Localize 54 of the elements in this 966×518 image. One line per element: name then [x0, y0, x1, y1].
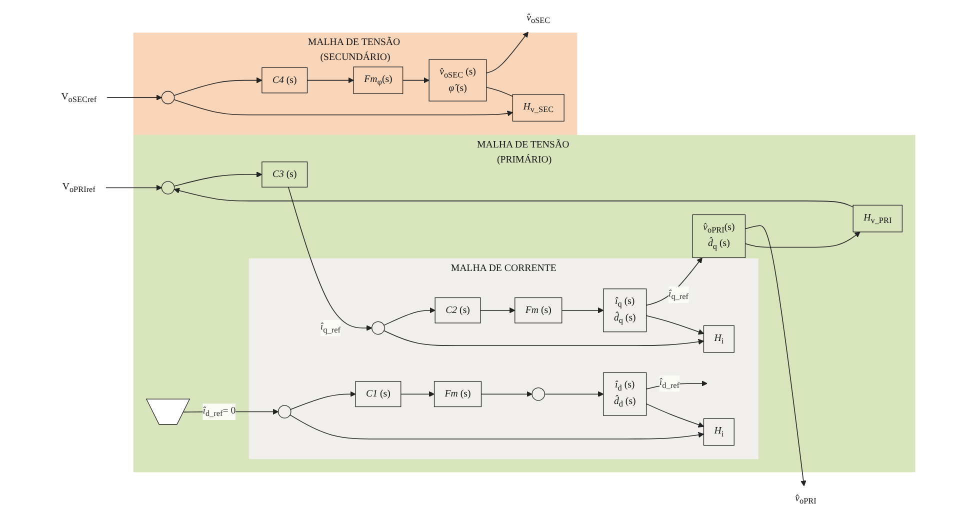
node-circle: [532, 387, 546, 401]
node-box: î$_{q}$ (s) d̂$_{q}$ (s): [603, 288, 647, 332]
node-box: H$_{i}$: [703, 325, 734, 353]
edge-label: î$_{q_ref}$: [320, 322, 340, 334]
arrow: [544, 391, 604, 397]
arrow: [486, 32, 528, 74]
arrow: [384, 330, 704, 346]
node-box: C4 (s): [262, 67, 308, 94]
arrow: [106, 184, 162, 191]
node-box: v̂$_{oPRI}$(s) d̂$_{q}$ (s): [692, 214, 746, 258]
node-box: H$_{i}$: [703, 418, 734, 446]
arrow: [174, 172, 262, 187]
arrow: [561, 307, 604, 314]
arrow: [174, 77, 262, 96]
node-text: V$_{oPRIref}$: [62, 182, 96, 194]
edge-label: î$_{d_ref}$: [659, 377, 680, 390]
arrow: [288, 186, 372, 331]
edge-label: î$_{d_ref}$= 0: [202, 406, 236, 418]
node-circle: [278, 405, 292, 418]
node-box: C1 (s): [355, 381, 402, 408]
node-circle: [372, 321, 385, 335]
node-box: C3 (s): [262, 162, 308, 188]
arrow: [174, 188, 854, 208]
node-box: H$_{v_SEC}$: [512, 94, 564, 122]
arrow: [384, 307, 436, 326]
edge-label: î$_{q_ref}$: [668, 288, 689, 301]
arrow: [480, 391, 532, 397]
arrow: [174, 99, 513, 116]
arrow: [106, 94, 162, 100]
node-text: v̂$_{oSEC}$: [526, 12, 550, 25]
arrow: [480, 307, 516, 314]
node-circle: [161, 90, 175, 104]
node-text: V$_{oSECref}$: [61, 91, 97, 104]
node-box: Fm (s): [434, 381, 482, 408]
node-text: v̂$_{oPRI}$: [795, 493, 816, 506]
arrow: [646, 403, 704, 428]
arrow: [290, 391, 356, 410]
arrow: [306, 77, 354, 84]
node-circle: [161, 181, 175, 194]
arrow: [646, 257, 702, 306]
node-box: î$_{d}$ (s) d̂$_{d}$ (s): [603, 372, 647, 416]
arrow: [400, 391, 435, 397]
node-ground: [146, 398, 190, 425]
node-box: Fm$_{φ}$(s): [353, 66, 404, 94]
arrow: [290, 414, 704, 440]
arrow: [646, 315, 704, 335]
node-box: Fm (s): [514, 297, 562, 324]
node-box: v̂$_{oSEC}$ (s) φ̂ (s): [428, 59, 487, 102]
arrow: [744, 232, 860, 248]
node-box: H$_{v_PRI}$: [852, 204, 903, 232]
arrow: [402, 77, 430, 84]
arrow: [744, 225, 806, 486]
node-box: C2 (s): [434, 297, 481, 324]
connector: [486, 86, 514, 97]
